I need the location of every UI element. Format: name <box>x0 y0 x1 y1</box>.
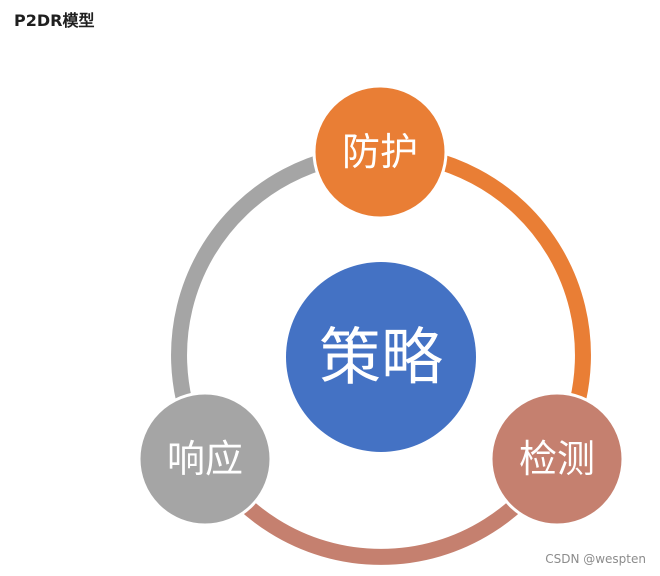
node-respond-label: 响应 <box>167 437 243 481</box>
center-node-circle <box>286 262 476 452</box>
node-protect-label: 防护 <box>342 130 418 174</box>
node-protect-circle <box>312 84 448 220</box>
node-detect-label: 检测 <box>519 437 595 481</box>
node-respond: 响应 <box>137 391 273 527</box>
node-detect: 检测 <box>489 391 625 527</box>
node-respond-circle <box>137 391 273 527</box>
node-protect: 防护 <box>312 84 448 220</box>
node-detect-circle <box>489 391 625 527</box>
watermark: CSDN @wespten <box>545 552 646 566</box>
page-title: P2DR模型 <box>14 11 95 30</box>
center-node-label: 策略 <box>319 321 443 394</box>
center-node-policy: 策略 <box>286 262 476 452</box>
